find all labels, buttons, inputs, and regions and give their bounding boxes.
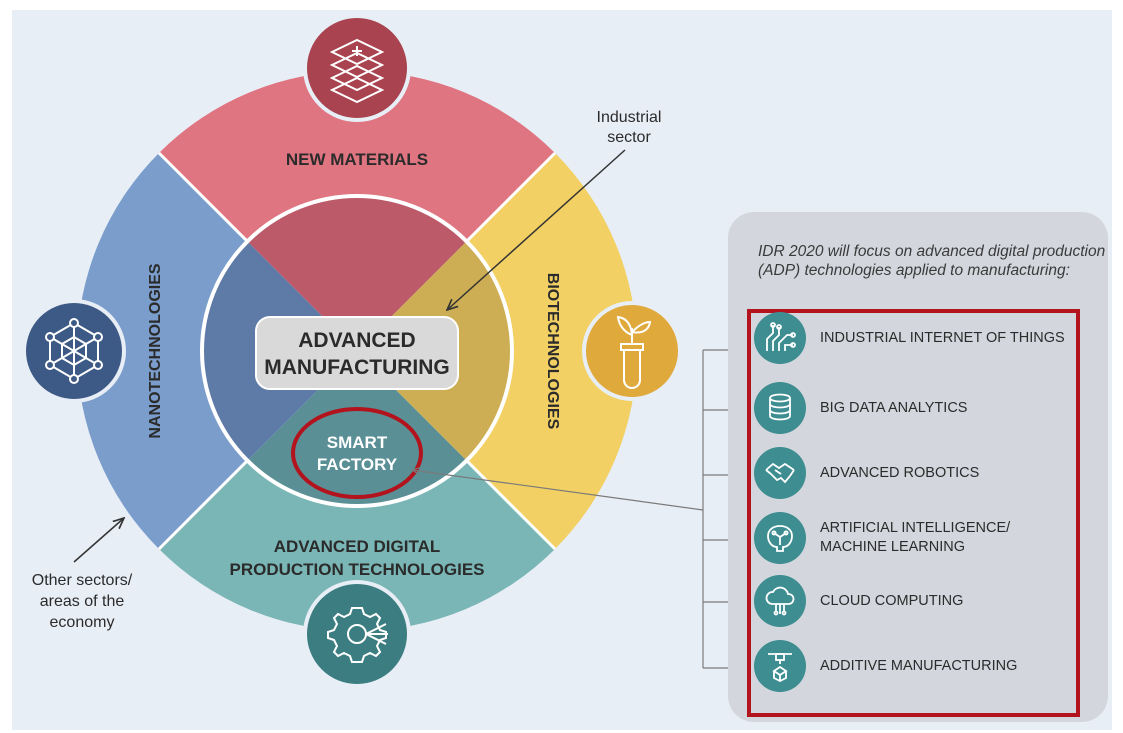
- tech-label: CLOUD COMPUTING: [820, 592, 964, 609]
- 3d-printer-icon: [754, 640, 806, 692]
- tech-label: BIG DATA ANALYTICS: [820, 399, 968, 416]
- adp-label-line2: PRODUCTION TECHNOLOGIES: [229, 560, 484, 579]
- tech-item-robotics: ADVANCED ROBOTICS: [754, 447, 1074, 503]
- tech-label: ADDITIVE MANUFACTURING: [820, 657, 1018, 674]
- adp-label-line1: ADVANCED DIGITAL: [274, 537, 441, 556]
- gear-network-icon: [303, 580, 411, 688]
- robot-handshake-icon: [754, 447, 806, 499]
- manufacturing-diagram: ADVANCED MANUFACTURING SMART FACTORY NEW…: [22, 14, 1112, 688]
- tech-label: ADVANCED ROBOTICS: [820, 464, 980, 481]
- tech-item-ai-ml: ARTIFICIAL INTELLIGENCE/ MACHINE LEARNIN…: [754, 512, 1074, 568]
- tech-label: ARTIFICIAL INTELLIGENCE/ MACHINE LEARNIN…: [820, 520, 1011, 555]
- tech-item-cloud: CLOUD COMPUTING: [754, 575, 1074, 631]
- center-line2: MANUFACTURING: [264, 356, 449, 379]
- nanotechnologies-label: NANOTECHNOLOGIES: [147, 263, 164, 438]
- tech-item-iiot: INDUSTRIAL INTERNET OF THINGS: [754, 312, 1074, 368]
- industrial-sector-arrow: [447, 149, 626, 310]
- other-sectors-arrow: [73, 518, 124, 563]
- cloud-icon: [754, 575, 806, 627]
- smart-factory-line2: FACTORY: [317, 455, 398, 474]
- molecule-icon: [22, 299, 126, 403]
- other-sectors-line2: areas of the: [40, 593, 125, 610]
- tech-list-highlight: [747, 309, 1080, 717]
- industrial-sector-line1: Industrial: [597, 109, 662, 126]
- plant-tube-icon: [582, 301, 682, 401]
- other-sectors-line1: Other sectors/: [32, 572, 133, 589]
- smart-factory-line1: SMART: [327, 433, 388, 452]
- smart-factory-highlight: [291, 407, 423, 499]
- tech-item-additive: ADDITIVE MANUFACTURING: [754, 640, 1074, 696]
- center-box: [255, 316, 459, 390]
- other-sectors-line3: economy: [50, 614, 115, 631]
- industrial-sector-line2: sector: [607, 129, 651, 146]
- layers-icon: [303, 14, 411, 122]
- tech-label: INDUSTRIAL INTERNET OF THINGS: [820, 329, 1065, 346]
- panel-intro-text: IDR 2020 will focus on advanced digital …: [758, 243, 1106, 279]
- center-line1: ADVANCED: [298, 329, 415, 352]
- inner-ring: [200, 194, 514, 508]
- iot-circuit-icon: [754, 312, 806, 364]
- smart-factory-arrow: [412, 470, 704, 511]
- biotechnologies-label: BIOTECHNOLOGIES: [544, 273, 561, 430]
- diagram-canvas: ADVANCED MANUFACTURING SMART FACTORY NEW…: [12, 10, 1112, 730]
- database-icon: [754, 382, 806, 434]
- new-materials-label: NEW MATERIALS: [286, 150, 428, 169]
- inner-new-materials: [247, 196, 467, 351]
- tech-item-big-data: BIG DATA ANALYTICS: [754, 382, 1074, 438]
- brain-circuit-icon: [754, 512, 806, 564]
